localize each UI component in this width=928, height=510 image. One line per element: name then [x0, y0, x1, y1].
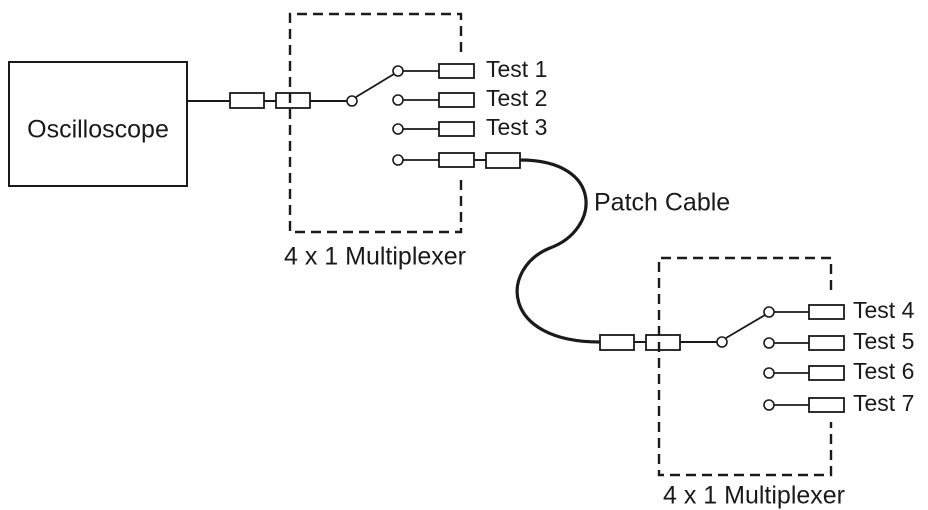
mux-bottom-switch-pivot	[716, 336, 728, 348]
mux-top-contact-3	[392, 123, 404, 135]
channel-label-test-1: Test 1	[486, 56, 547, 82]
mux-bottom-contact-4	[763, 399, 775, 411]
channel-label-test-5: Test 5	[853, 328, 914, 354]
oscilloscope-label: Oscilloscope	[27, 116, 169, 144]
patch-cable-label: Patch Cable	[594, 189, 730, 217]
mux-bottom-port-2	[808, 335, 845, 351]
mux-bottom-port-4	[808, 397, 845, 413]
mux-top-port-2	[438, 92, 475, 108]
mux-bottom-port-3	[808, 365, 845, 381]
patch-cable-end-bottom	[599, 334, 635, 351]
mux-bottom-port-1	[808, 304, 845, 320]
mux-bottom-switch-arm	[725, 314, 766, 339]
patch-cable: Patch Cable	[485, 152, 730, 351]
channel-label-test-3: Test 3	[486, 114, 547, 140]
mux-bottom-label: 4 x 1 Multiplexer	[663, 482, 845, 510]
mux-top-port-1	[438, 63, 475, 79]
mux-bottom-enclosure	[657, 256, 833, 477]
scope-to-mux-connection	[187, 92, 349, 109]
mux-top-port-3	[438, 121, 475, 137]
mux-top-label: 4 x 1 Multiplexer	[284, 243, 466, 271]
channel-label-test-7: Test 7	[853, 390, 914, 416]
mux-top-input-connector	[275, 92, 311, 109]
patch-cable-wire	[515, 158, 601, 344]
multiplexer-top: Test 1 Test 2 Test 3 4 x 1 Multiplexer	[284, 12, 547, 271]
mux-top-contact-1	[392, 65, 404, 77]
channel-label-test-2: Test 2	[486, 85, 547, 111]
oscilloscope-box	[8, 61, 188, 187]
channel-label-test-4: Test 4	[853, 297, 915, 323]
mux-bottom-contact-1	[763, 306, 775, 318]
mux-bottom-contact-2	[763, 337, 775, 349]
mux-top-contact-2	[392, 94, 404, 106]
mux-top-contact-4	[392, 154, 404, 166]
mux-top-enclosure	[288, 12, 463, 234]
mux-bottom-contact-3	[763, 367, 775, 379]
mux-top-switch-pivot	[346, 95, 358, 107]
multiplexer-bottom: Test 4 Test 5 Test 6 Test 7 4 x 1 Multip…	[634, 256, 915, 510]
mux-bottom-input-connector	[645, 334, 681, 351]
mux-top-switch-arm	[355, 73, 395, 98]
oscilloscope: Oscilloscope	[8, 61, 188, 187]
mux-top-port-4	[438, 152, 475, 168]
scope-cable-connector	[229, 92, 265, 109]
channel-label-test-6: Test 6	[853, 358, 914, 384]
patch-cable-end-top	[485, 152, 521, 169]
